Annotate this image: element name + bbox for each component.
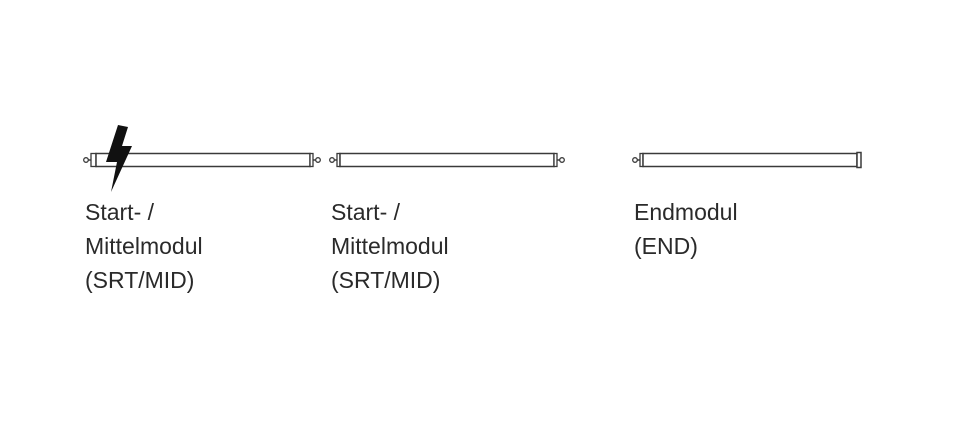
module-label-line: Mittelmodul bbox=[85, 233, 203, 259]
end-cap bbox=[309, 152, 314, 168]
module-label-line: Endmodul bbox=[634, 199, 738, 225]
module-label-1: Start- / Mittelmodul (SRT/MID) bbox=[85, 195, 203, 297]
module-bar-2 bbox=[329, 152, 565, 168]
module-label-2: Start- / Mittelmodul (SRT/MID) bbox=[331, 195, 449, 297]
module-bar-3 bbox=[632, 151, 862, 169]
module-label-line: (END) bbox=[634, 233, 698, 259]
module-bar-1 bbox=[83, 152, 321, 168]
lightning-bolt-icon bbox=[106, 125, 132, 192]
module-label-3: Endmodul (END) bbox=[634, 195, 738, 263]
connector-pin-icon bbox=[329, 157, 335, 163]
end-cap-closed bbox=[856, 151, 862, 169]
module-label-line: Start- / bbox=[331, 199, 401, 225]
tube-body bbox=[95, 152, 311, 168]
tube-body bbox=[642, 152, 858, 168]
connector-pin-icon bbox=[632, 157, 638, 163]
tube-body bbox=[339, 152, 555, 168]
module-label-line: (SRT/MID) bbox=[331, 267, 441, 293]
end-cap bbox=[553, 152, 558, 168]
connector-pin-icon bbox=[315, 157, 321, 163]
connector-pin-icon bbox=[559, 157, 565, 163]
module-label-line: (SRT/MID) bbox=[85, 267, 195, 293]
connector-pin-icon bbox=[83, 157, 89, 163]
module-label-line: Start- / bbox=[85, 199, 155, 225]
module-label-line: Mittelmodul bbox=[331, 233, 449, 259]
